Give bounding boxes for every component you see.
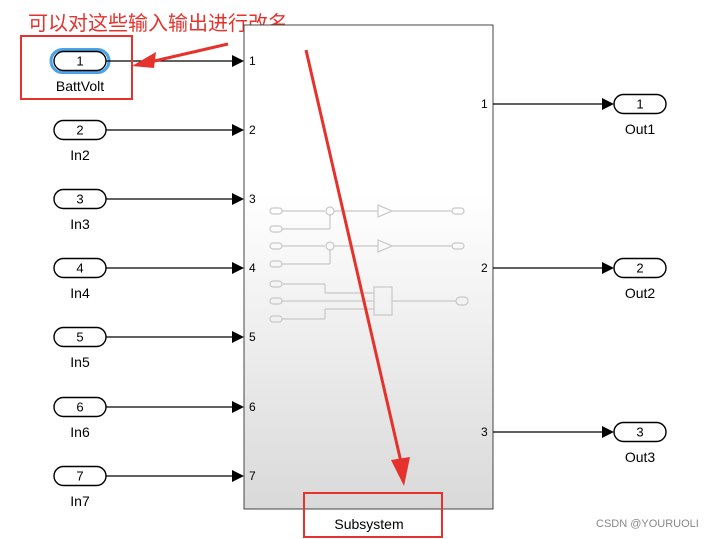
subsystem-input-pin: 5 [249,330,256,344]
subsystem-icon [269,204,469,323]
signal-arrowhead [232,470,244,482]
inport-number: 4 [76,261,83,276]
inport-highlight-box [20,35,133,100]
signal-arrowhead [232,193,244,205]
subsystem-output-pin: 2 [481,261,488,275]
signal-arrowhead [602,98,614,110]
outport-block[interactable] [613,257,667,279]
inport-name[interactable]: In4 [70,285,90,301]
outport-number: 2 [636,261,643,276]
signal-arrowhead [232,262,244,274]
subsystem-output-pin: 1 [481,97,488,111]
subsystem-label-highlight [303,492,443,538]
annotation-arrowhead-left [132,52,156,68]
inport-name[interactable]: BattVolt [56,78,104,94]
outport-name[interactable]: Out2 [625,285,656,301]
subsystem-input-pin: 2 [249,123,256,137]
watermark: CSDN @YOURUOLI [596,518,699,530]
inport-name[interactable]: In6 [70,424,90,440]
signal-arrowhead [232,331,244,343]
inport-number: 7 [76,469,83,484]
outport-block[interactable] [613,93,667,115]
subsystem-output-pin: 3 [481,425,488,439]
inport-number: 1 [76,54,83,69]
subsystem-label[interactable]: Subsystem [334,516,403,532]
inport-number: 5 [76,330,83,345]
inport-name[interactable]: In3 [70,216,90,232]
inport-name[interactable]: In5 [70,354,90,370]
signal-arrowhead [232,401,244,413]
subsystem-input-pin: 6 [249,400,256,414]
subsystem-input-pin: 4 [249,261,256,275]
outport-number: 3 [636,425,643,440]
signal-arrowhead [602,262,614,274]
signal-arrowhead [232,124,244,136]
outport-name[interactable]: Out3 [625,449,656,465]
annotation-arrow-down [304,49,403,463]
outport-name[interactable]: Out1 [625,121,656,137]
signal-arrowhead [602,426,614,438]
inport-name[interactable]: In2 [70,147,90,163]
outport-number: 1 [636,97,643,112]
inport-number: 6 [76,400,83,415]
signal-arrowhead [232,55,244,67]
inport-name[interactable]: In7 [70,493,90,509]
annotation-text: 可以对这些输入输出进行改名 [28,12,288,35]
annotation-arrowhead-down [391,457,410,486]
inport-number: 2 [76,123,83,138]
subsystem-input-pin: 1 [249,54,256,68]
outport-block[interactable] [613,421,667,443]
annotation-arrow-left [149,42,229,64]
subsystem-input-pin: 3 [249,192,256,206]
subsystem-input-pin: 7 [249,469,256,483]
inport-number: 3 [76,192,83,207]
subsystem-block[interactable] [243,24,494,510]
